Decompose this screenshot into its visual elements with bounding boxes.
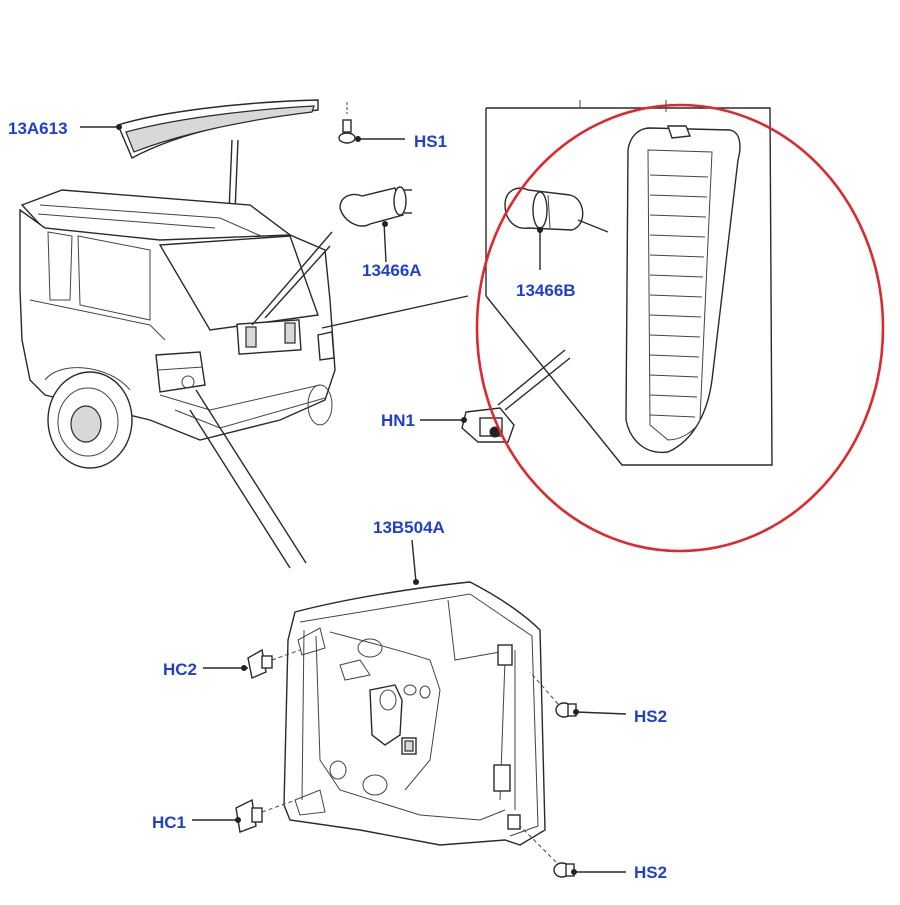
clip-hc2-icon xyxy=(203,648,301,679)
callout-hc2: HC2 xyxy=(163,660,198,679)
callout-13b504a: 13B504A xyxy=(373,518,445,537)
screw-hs2-bottom-icon xyxy=(519,825,626,878)
callout-hs2-top: HS2 xyxy=(634,707,668,726)
high-mount-brake-strip xyxy=(80,99,319,213)
screw-hs1-icon xyxy=(338,102,405,144)
clip-hc1-icon xyxy=(192,798,297,833)
callout-13466a: 13466A xyxy=(362,261,422,280)
vehicle-rear-view xyxy=(19,189,469,569)
callout-hs2-bottom: HS2 xyxy=(634,863,668,882)
callout-13a613: 13A613 xyxy=(8,119,68,138)
highlight-ellipse xyxy=(475,103,885,553)
callout-hn1: HN1 xyxy=(381,411,416,430)
side-marker-lens xyxy=(625,125,741,454)
screw-hs2-top-icon xyxy=(529,671,627,718)
callout-hc1: HC1 xyxy=(152,813,187,832)
bulb-13466a-icon xyxy=(339,186,412,263)
bulb-13466b-icon xyxy=(504,187,609,270)
rear-lamp-assembly xyxy=(283,539,546,846)
nut-hn1-icon xyxy=(420,349,571,443)
callout-hs1: HS1 xyxy=(414,132,448,151)
callout-13466b: 13466B xyxy=(516,281,576,300)
